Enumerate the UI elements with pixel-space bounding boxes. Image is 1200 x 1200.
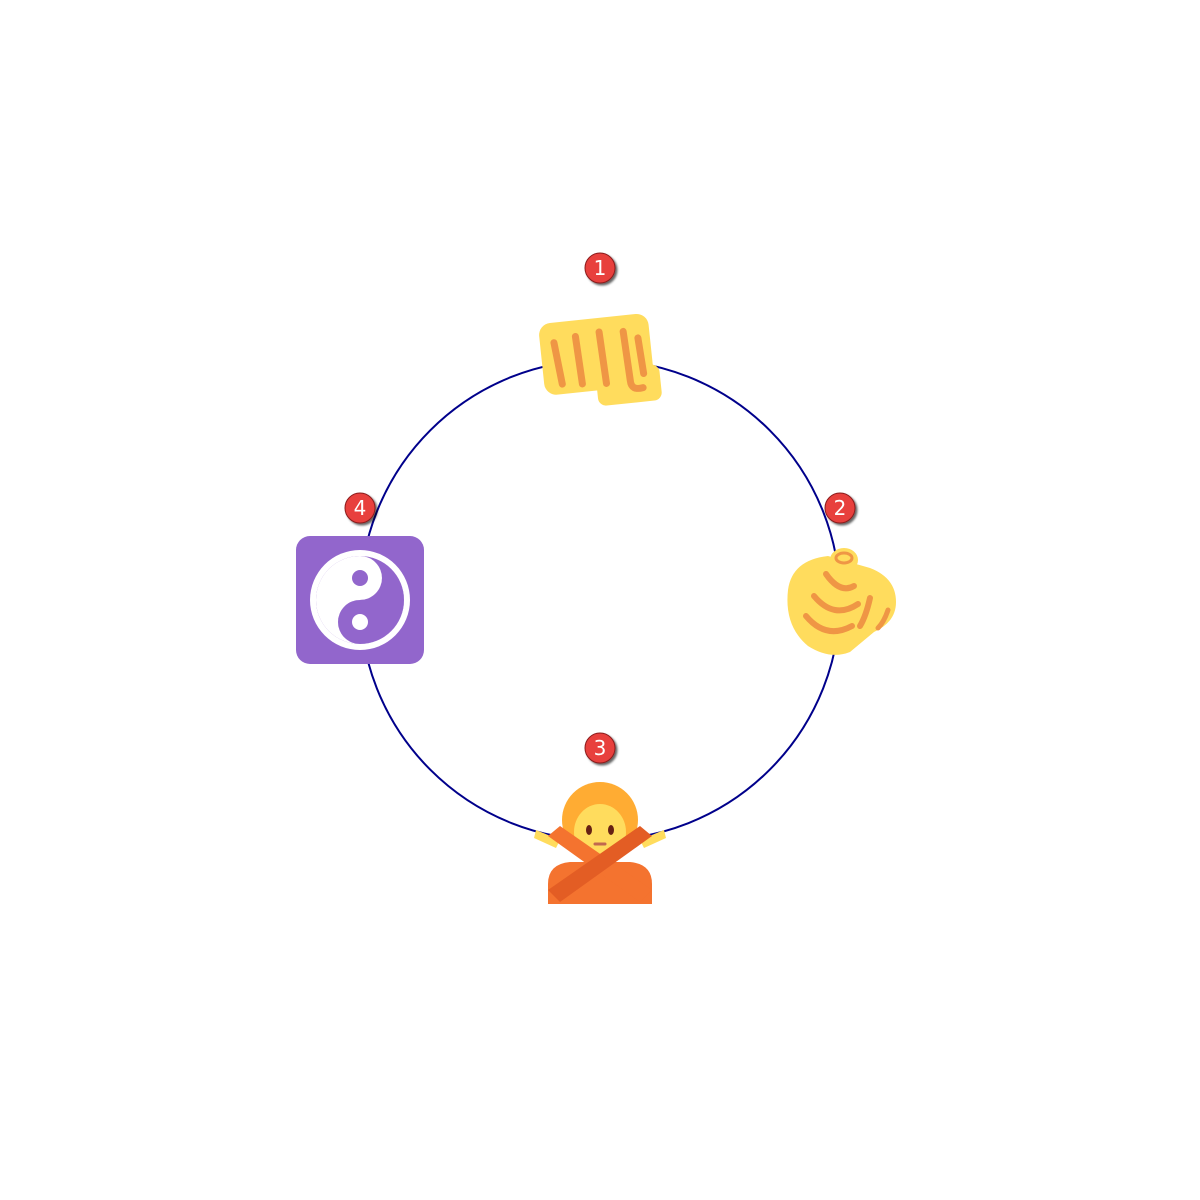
node-badge-1: 1 [584,252,616,284]
person-gesturing-no-icon [534,782,666,904]
node-badge-2-label: 2 [834,496,847,520]
node-badge-1-label: 1 [594,256,607,280]
node-badge-2: 2 [824,492,856,524]
oncoming-fist-icon [539,313,662,406]
node-badge-4: 4 [344,492,376,524]
cycle-ring [359,359,841,841]
node-badge-4-label: 4 [354,496,367,520]
pointing-at-viewer-icon [787,548,896,655]
yin-yang-icon [296,536,424,664]
node-badge-3-label: 3 [594,736,607,760]
node-badge-3: 3 [584,732,616,764]
